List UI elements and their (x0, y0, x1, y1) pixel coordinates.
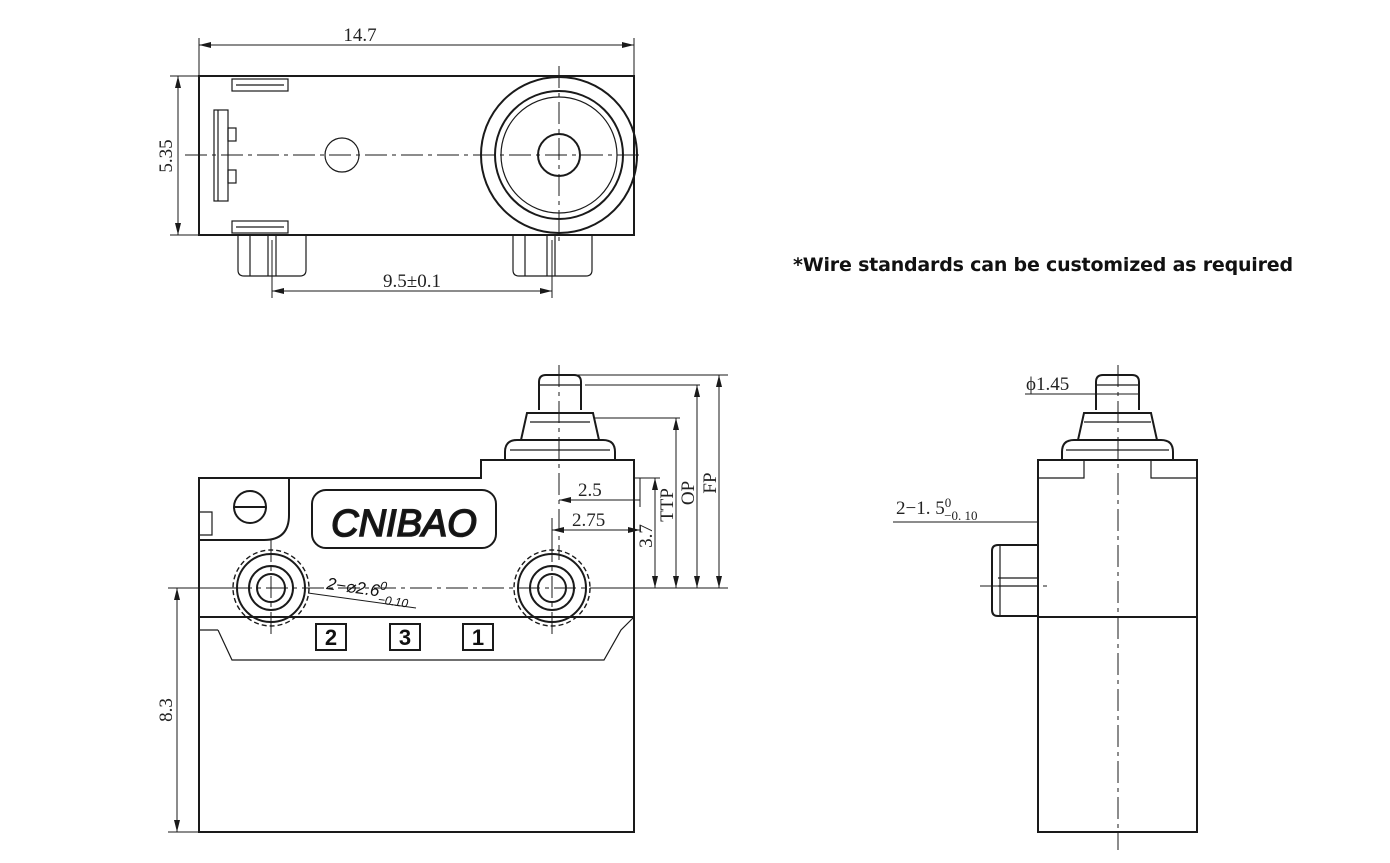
dim-8-3: 8.3 (156, 587, 235, 833)
terminal-1-text: 1 (472, 625, 484, 650)
top-width-label: 14.7 (343, 25, 376, 46)
dim-2-75-label: 2.75 (572, 510, 605, 531)
top-view: 14.7 5.35 (156, 25, 640, 298)
pin-callout: 2−1. 50−0. 10 (893, 495, 1038, 523)
dim-ttp: TTP (657, 418, 679, 588)
pin-spacing-label: 9.5±0.1 (383, 271, 441, 292)
plunger-diameter-label: ϕ1.45 (1026, 374, 1069, 395)
front-view: CNIBAO 2−⌀2.60−0.10 2 (156, 365, 728, 833)
dim-op-label: OP (678, 481, 699, 505)
pin-spacing-dimension: 9.5±0.1 (271, 240, 553, 298)
dim-2-5: 2.5 (559, 478, 641, 507)
dim-2-5-label: 2.5 (578, 480, 602, 501)
pin-callout-text: 2−1. 5 (896, 498, 945, 519)
terminal-label-2: 2 (315, 623, 347, 651)
side-body-outline (1037, 459, 1198, 833)
terminal-2-text: 2 (325, 625, 337, 650)
top-clip-lower (231, 220, 289, 234)
top-clip-upper (231, 78, 289, 92)
dim-3-7: 3.7 (636, 478, 658, 588)
customization-note: *Wire standards can be customized as req… (793, 254, 1293, 276)
terminal-3-text: 3 (399, 625, 411, 650)
brand-logo-text: CNIBAO (331, 503, 477, 545)
side-pin (980, 544, 1048, 617)
dim-ttp-label: TTP (657, 488, 678, 522)
dim-fp-label: FP (700, 472, 721, 493)
hole-callout: 2−⌀2.60−0.10 (307, 571, 417, 611)
top-height-label: 5.35 (156, 139, 177, 172)
side-view: ϕ1.45 2−1. 50−0. 10 (893, 365, 1198, 850)
top-height-dimension: 5.35 (156, 75, 199, 236)
hole-callout-upper: 0 (379, 579, 388, 594)
front-plunger (504, 374, 616, 460)
dim-fp: FP (700, 375, 722, 588)
brand-logo: CNIBAO (311, 489, 497, 549)
terminal-label-1: 1 (462, 623, 494, 651)
dim-8-3-label: 8.3 (156, 698, 177, 722)
dim-op: OP (678, 385, 700, 588)
svg-text:2−⌀2.60−0.10: 2−⌀2.60−0.10 (324, 571, 412, 611)
svg-text:2−1. 50−0. 10: 2−1. 50−0. 10 (896, 495, 978, 523)
hole-callout-lower: −0.10 (377, 592, 409, 610)
pin-callout-lower: −0. 10 (944, 508, 977, 523)
plunger-diameter-callout: ϕ1.45 (1025, 374, 1139, 395)
top-width-dimension: 14.7 (198, 25, 635, 76)
pin-callout-upper: 0 (945, 495, 952, 510)
terminal-label-3: 3 (389, 623, 421, 651)
dim-2-75: 2.75 (551, 510, 640, 545)
dim-3-7-label: 3.7 (636, 524, 657, 548)
